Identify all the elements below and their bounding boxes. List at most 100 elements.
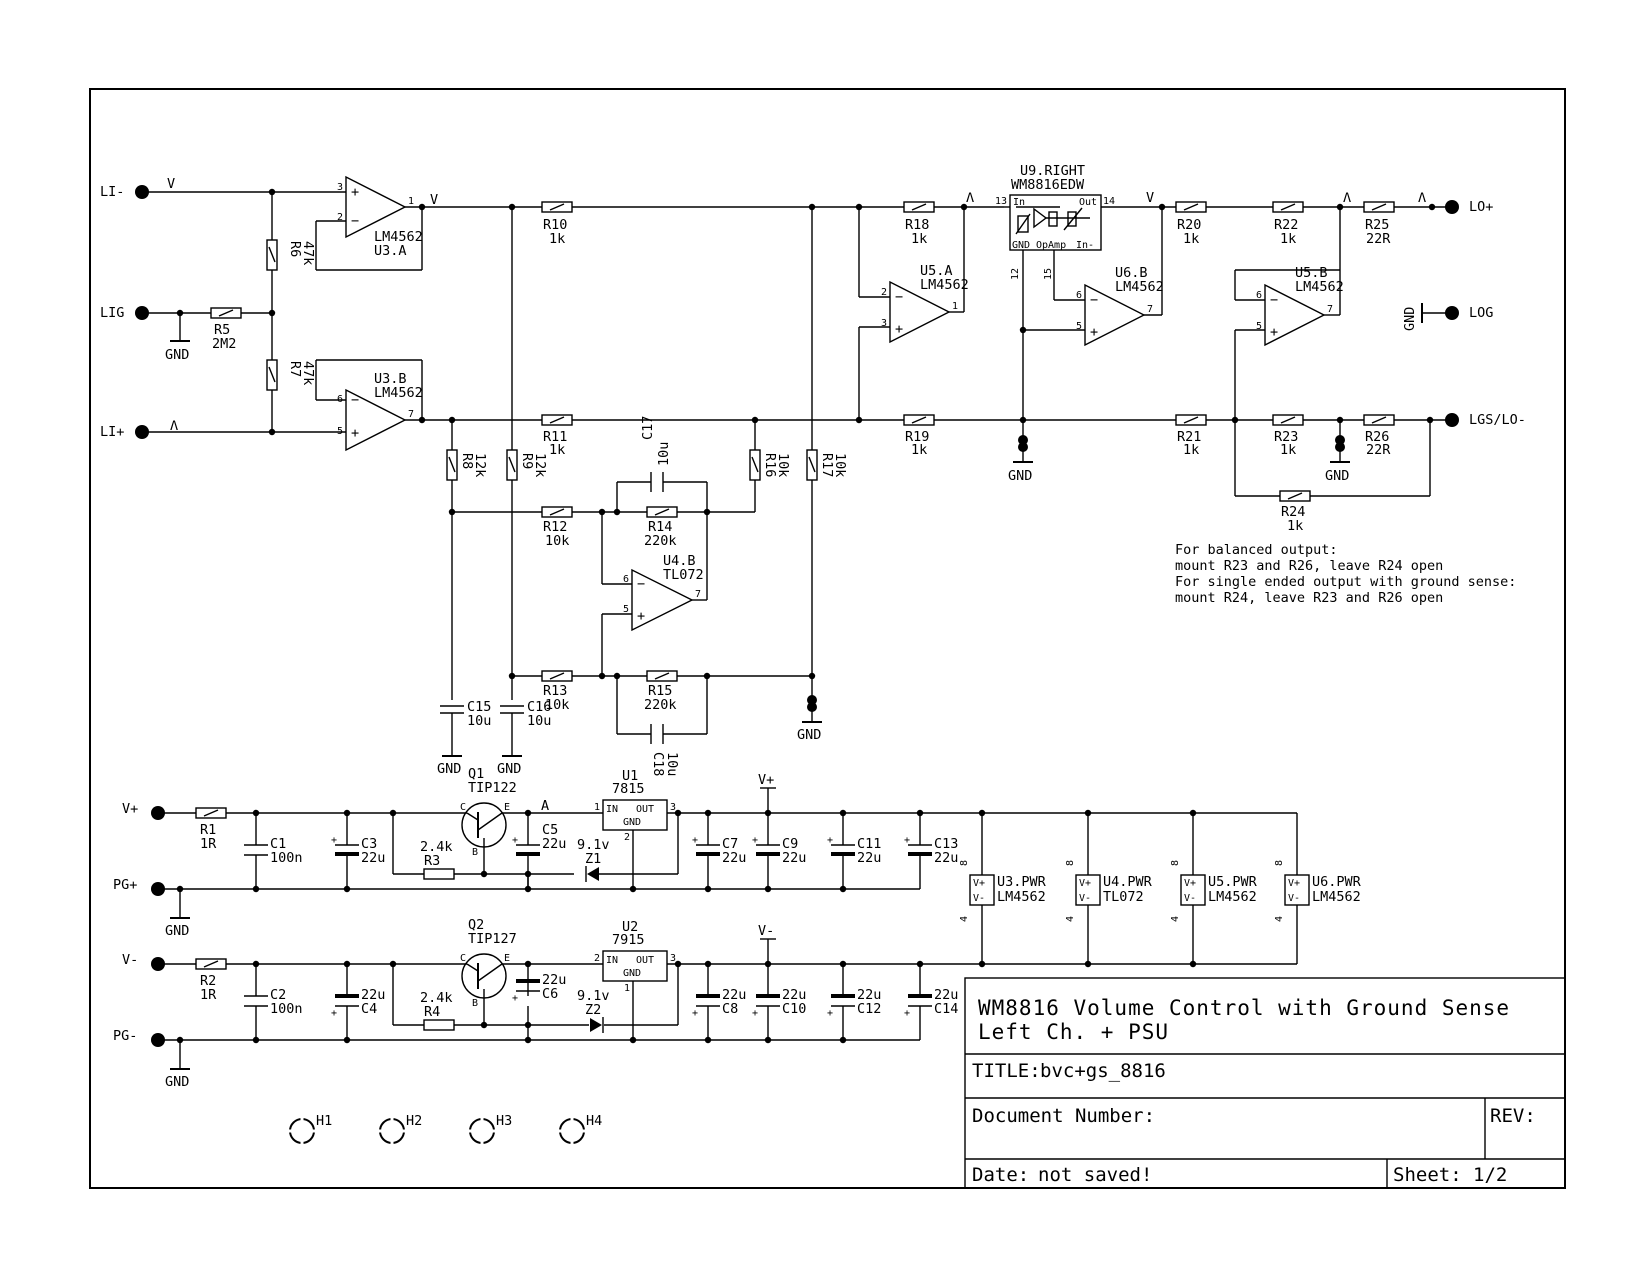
svg-text:+: + xyxy=(512,835,518,846)
svg-text:LI-: LI- xyxy=(100,184,124,200)
svg-text:GND: GND xyxy=(623,968,641,979)
svg-text:U5.B: U5.B xyxy=(1295,265,1328,281)
supply-symbol-vplus: V+ xyxy=(758,772,776,789)
svg-text:LO+: LO+ xyxy=(1469,199,1493,215)
svg-text:LM4562: LM4562 xyxy=(1295,279,1344,295)
svg-text:R8: R8 xyxy=(459,453,475,469)
svg-text:5: 5 xyxy=(623,604,629,615)
svg-text:U3.B: U3.B xyxy=(374,371,407,387)
title-block-heading-1: WM8816 Volume Control with Ground Sense xyxy=(978,996,1510,1020)
svg-text:C: C xyxy=(460,802,466,813)
svg-text:U2: U2 xyxy=(622,919,638,935)
mounting-hole-h4: H4 xyxy=(556,1113,602,1147)
svg-text:12k: 12k xyxy=(532,453,548,477)
sheet-value: 1/2 xyxy=(1473,1164,1507,1186)
svg-text:+: + xyxy=(1090,324,1098,340)
svg-text:V-: V- xyxy=(122,952,138,968)
svg-text:V-: V- xyxy=(1288,893,1300,904)
svg-text:R9: R9 xyxy=(519,453,535,469)
svg-text:E: E xyxy=(504,802,510,813)
input-junctions xyxy=(176,188,276,436)
svg-text:22u: 22u xyxy=(782,850,806,866)
svg-text:7: 7 xyxy=(695,589,701,600)
svg-text:9.1v: 9.1v xyxy=(577,988,610,1004)
svg-text:Z1: Z1 xyxy=(585,851,601,867)
svg-text:LM4562: LM4562 xyxy=(374,229,423,245)
svg-text:C6: C6 xyxy=(542,986,558,1002)
svg-text:4: 4 xyxy=(1170,916,1181,922)
svg-text:PG-: PG- xyxy=(113,1028,137,1044)
opamp-u6b: − + 6 5 7 U6.B LM4562 xyxy=(1076,265,1164,347)
svg-text:H2: H2 xyxy=(406,1113,422,1129)
svg-text:22u: 22u xyxy=(361,987,385,1003)
svg-text:3: 3 xyxy=(337,182,343,193)
svg-text:1k: 1k xyxy=(549,231,565,247)
svg-text:3: 3 xyxy=(881,318,887,329)
svg-text:Q1: Q1 xyxy=(468,766,484,782)
svg-text:C14: C14 xyxy=(934,1001,958,1017)
svg-text:GND: GND xyxy=(437,761,461,777)
svg-text:6: 6 xyxy=(1256,290,1262,301)
svg-text:1R: 1R xyxy=(200,836,217,852)
capacitor-c16: C16 10u GND xyxy=(497,699,551,777)
svg-text:Q2: Q2 xyxy=(468,917,484,933)
svg-text:GND: GND xyxy=(623,817,641,828)
svg-text:WM8816EDW: WM8816EDW xyxy=(1011,177,1085,193)
svg-text:For single ended output with g: For single ended output with ground sens… xyxy=(1175,574,1516,590)
svg-text:R3: R3 xyxy=(424,853,440,869)
svg-text:C17: C17 xyxy=(640,416,656,440)
svg-text:220k: 220k xyxy=(644,697,677,713)
svg-text:mount R24, leave R23 and R26 o: mount R24, leave R23 and R26 open xyxy=(1175,590,1443,606)
svg-text:R10: R10 xyxy=(543,217,567,233)
svg-text:3: 3 xyxy=(670,802,676,813)
svg-text:V+: V+ xyxy=(122,801,138,817)
svg-text:Z2: Z2 xyxy=(585,1002,601,1018)
svg-text:10u: 10u xyxy=(664,752,680,776)
svg-text:10k: 10k xyxy=(545,697,569,713)
svg-text:1k: 1k xyxy=(911,442,927,458)
svg-text:V-: V- xyxy=(1079,893,1091,904)
svg-text:−: − xyxy=(1270,292,1278,308)
svg-text:H1: H1 xyxy=(316,1113,332,1129)
resistor-r17: R17 10k xyxy=(806,449,848,481)
date-label: Date: xyxy=(972,1164,1029,1186)
svg-text:TIP127: TIP127 xyxy=(468,931,517,947)
svg-text:A: A xyxy=(541,798,549,814)
svg-text:LIG: LIG xyxy=(100,305,124,321)
svg-text:−: − xyxy=(895,289,903,305)
svg-text:E: E xyxy=(504,953,510,964)
svg-text:TIP122: TIP122 xyxy=(468,780,517,796)
svg-text:C5: C5 xyxy=(542,822,558,838)
svg-text:+: + xyxy=(637,608,645,624)
svg-text:+: + xyxy=(904,1008,910,1019)
svg-text:13: 13 xyxy=(995,196,1007,207)
svg-text:2.4k: 2.4k xyxy=(420,990,453,1006)
svg-text:2: 2 xyxy=(624,832,630,843)
regulator-u1: U1 7815 IN OUT GND 1 3 2 xyxy=(594,768,676,843)
mounting-hole-h1: H1 xyxy=(286,1113,332,1147)
mounting-hole-h3: H3 xyxy=(466,1113,512,1147)
svg-text:2.4k: 2.4k xyxy=(420,839,453,855)
svg-text:7: 7 xyxy=(408,409,414,420)
svg-text:R6: R6 xyxy=(287,241,303,257)
svg-text:mount R23 and R26, leave R24 o: mount R23 and R26, leave R24 open xyxy=(1175,558,1443,574)
svg-text:8: 8 xyxy=(959,860,970,866)
svg-text:22u: 22u xyxy=(542,836,566,852)
svg-text:GND: GND xyxy=(1402,307,1418,331)
svg-text:OpAmp: OpAmp xyxy=(1036,240,1066,251)
svg-text:47k: 47k xyxy=(300,361,316,385)
svg-text:220k: 220k xyxy=(644,533,677,549)
opamp-u3a: + − 3 2 1 LM4562 U3.A V xyxy=(337,175,438,259)
gnd-symbol-pg-plus: GND xyxy=(165,917,190,939)
svg-text:GND: GND xyxy=(1012,240,1030,251)
svg-text:8: 8 xyxy=(1170,860,1181,866)
svg-text:2M2: 2M2 xyxy=(212,336,236,352)
svg-text:C2: C2 xyxy=(270,987,286,1003)
